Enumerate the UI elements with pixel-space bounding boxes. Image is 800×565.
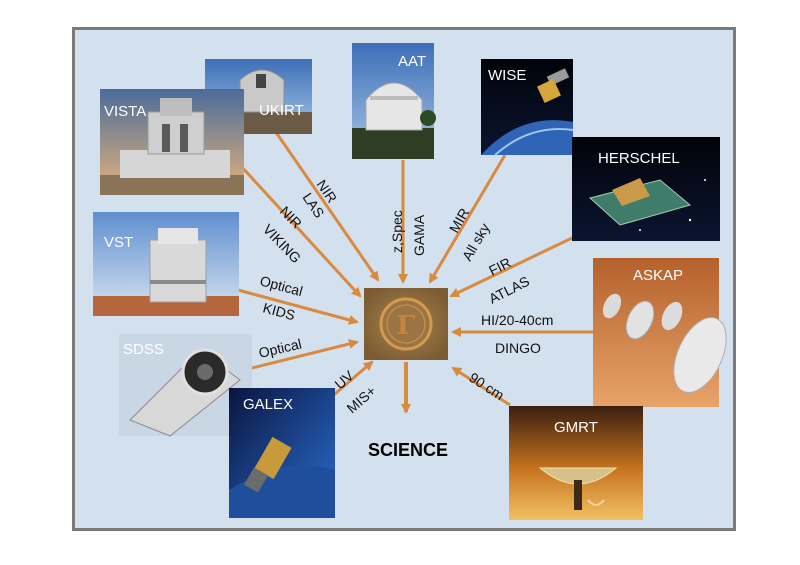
tile-wise: WISE [481,59,574,156]
edge-askap-hi: HI/20-40cm [481,312,553,328]
aat-label: AAT [398,53,426,70]
edge-wise-mir: MIR [446,205,473,235]
hub: Γ [364,288,448,360]
herschel-label: HERSCHEL [598,150,680,167]
edge-aat-gama: GAMA [411,214,427,256]
ukirt-label: UKIRT [259,102,304,119]
gamma-logo-icon [379,297,433,351]
edge-aat-zspec: z,Spec [389,210,405,253]
vst-label: VST [104,234,133,251]
edge-gmrt-90cm: 90 cm [466,369,507,403]
tile-vst: VST [93,212,239,316]
gmrt-label: GMRT [554,419,598,436]
tile-herschel: HERSCHEL [572,137,720,241]
edge-askap-dingo: DINGO [495,340,541,356]
tile-galex: GALEX [229,388,335,518]
edge-galex-uv: UV [331,367,357,392]
tile-vista: VISTA [100,89,244,195]
edge-vst-optical: Optical [258,272,304,299]
askap-label: ASKAP [633,267,683,284]
science-label: SCIENCE [368,440,448,460]
arrow-vst [237,288,359,325]
vista-label: VISTA [104,103,146,120]
hub-symbol: Γ [397,311,416,341]
wise-label: WISE [488,67,526,84]
sdss-label: SDSS [123,341,164,358]
arrow-herschel [449,236,573,298]
edge-vista-nir: NIR [277,203,305,231]
tile-gmrt: GMRT [509,406,643,520]
arrow-wise [428,154,507,284]
tile-sdss: SDSS [119,334,252,437]
arrow-ukirt [260,111,380,282]
galex-label: GALEX [243,396,293,413]
tile-aat: AAT [352,43,436,159]
edge-herschel-fir: FIR [486,254,513,278]
tile-askap: ASKAP [593,258,727,407]
arrow-sdss [251,339,359,370]
arrow-gmrt [451,366,511,407]
edge-galex-mis: MIS+ [343,382,378,416]
arrow-vista [238,163,362,298]
